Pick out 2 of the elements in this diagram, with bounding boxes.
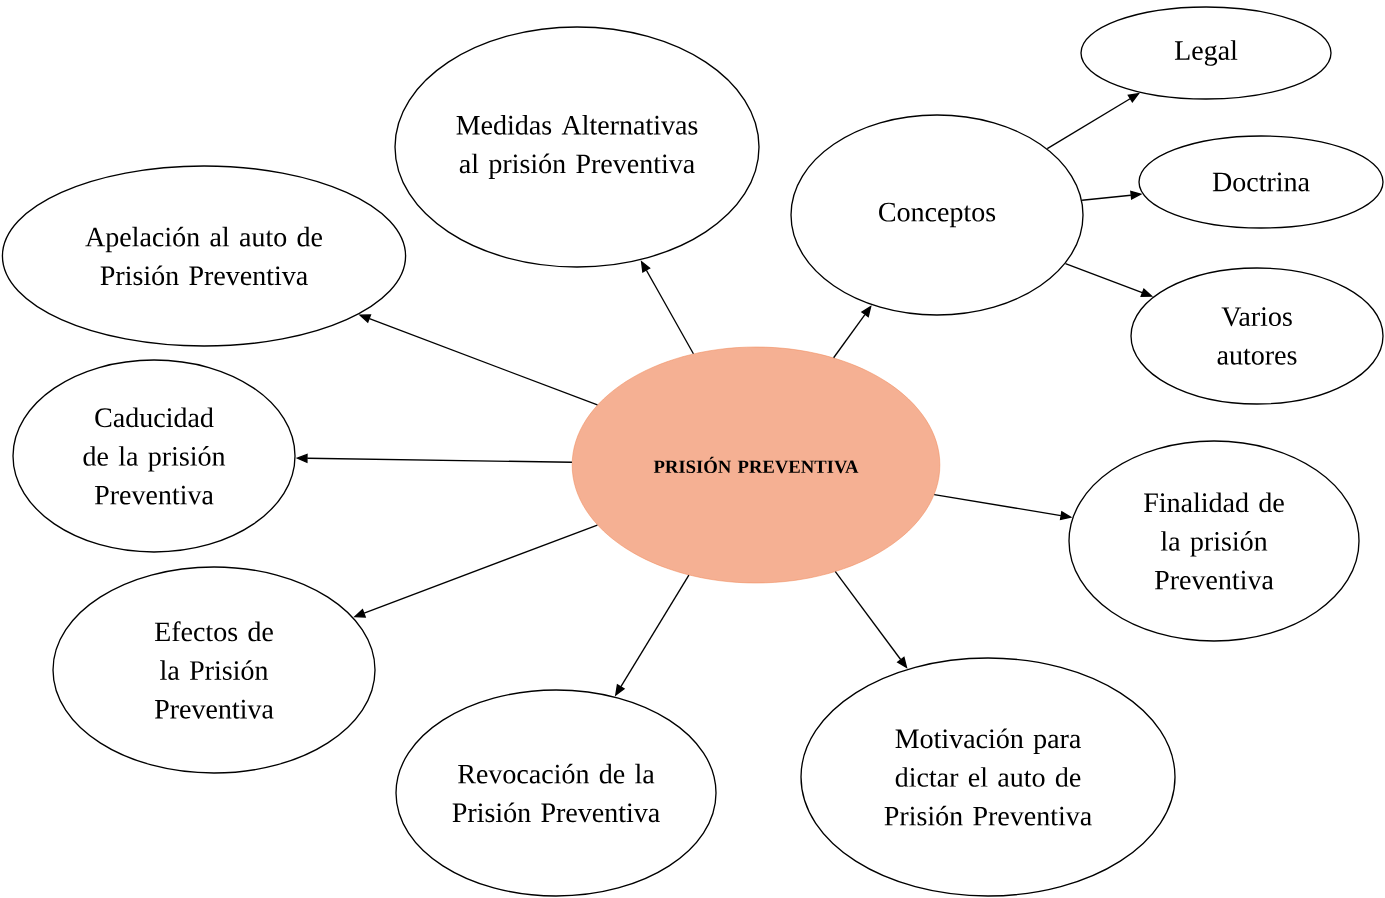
- arrow: [832, 305, 872, 359]
- arrow: [834, 571, 908, 669]
